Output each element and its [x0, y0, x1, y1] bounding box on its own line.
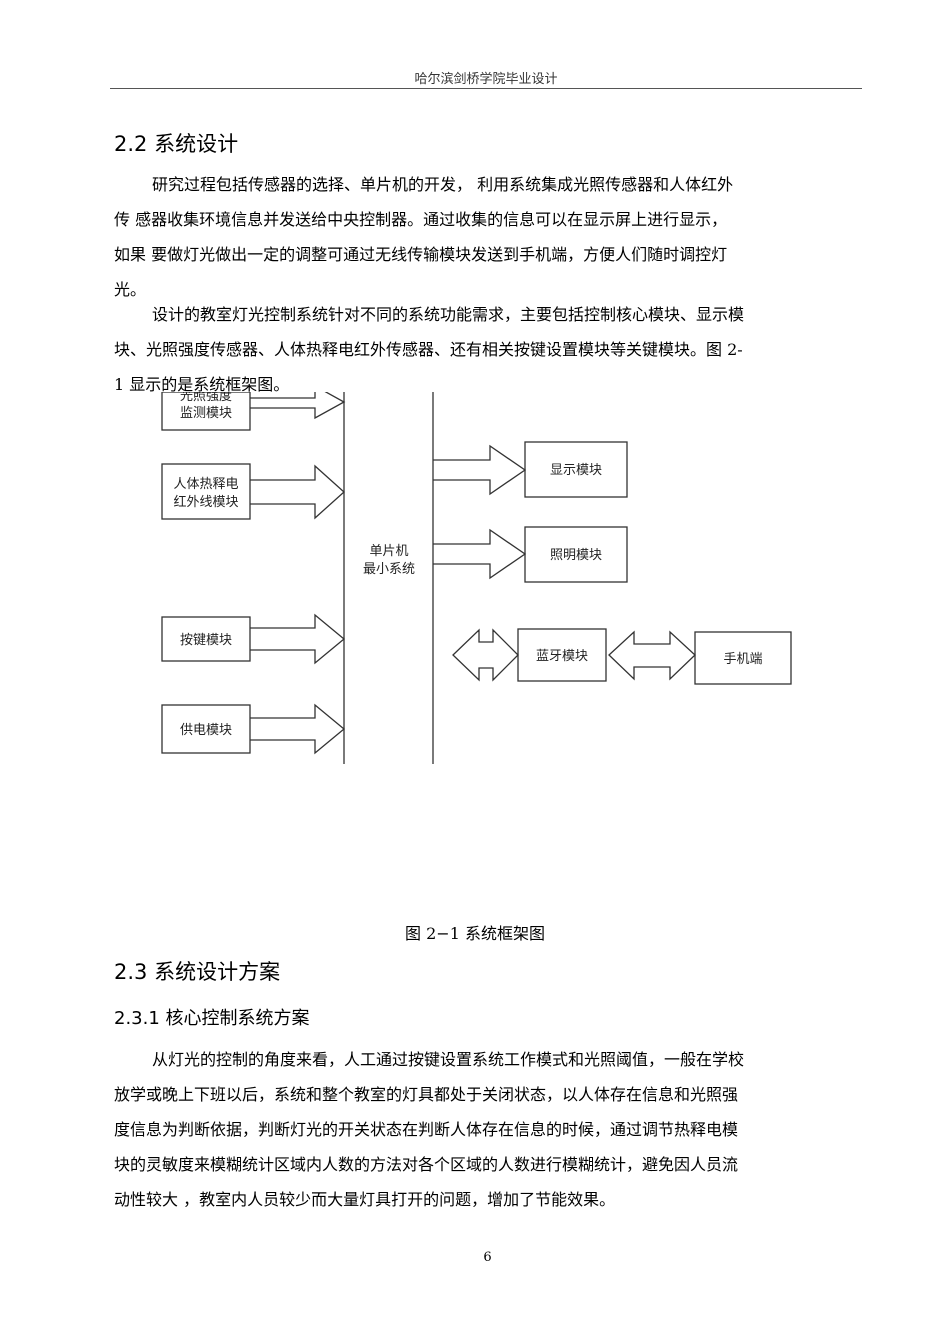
arrow-from-light-sensor	[250, 392, 346, 420]
pir-label-1: 人体热释电	[173, 477, 238, 492]
paragraph-line: 传 感器收集环境信息并发送给中央控制器。通过收集的信息可以在显示屏上进行显示，	[114, 210, 728, 229]
section-heading-2-3: 2.3 系统设计方案	[114, 960, 281, 984]
light-sensor-label-2: 监测模块	[180, 406, 232, 421]
phone-label: 手机端	[723, 652, 762, 667]
lighting-module-label: 照明模块	[550, 548, 602, 563]
bidirectional-arrow-mcu-bluetooth	[452, 628, 519, 682]
arrow-from-pir	[250, 464, 345, 520]
bidirectional-arrow-bluetooth-phone	[608, 630, 696, 681]
page-header: 哈尔滨剑桥学院毕业设计	[414, 72, 558, 87]
paragraph-line: 放学或晚上下班以后，系统和整个教室的灯具都处于关闭状态，以人体存在信息和光照强	[114, 1085, 739, 1104]
power-module-label: 供电模块	[180, 723, 232, 738]
paragraph-1: 研究过程包括传感器的选择、单片机的开发， 利用系统集成光照传感器和人体红外 传 …	[114, 167, 860, 307]
section-heading-2-2: 2.2 系统设计	[114, 132, 239, 156]
paragraph-line: 块的灵敏度来模糊统计区域内人数的方法对各个区域的人数进行模糊统计，避免因人员流	[114, 1155, 739, 1174]
display-module-box	[524, 441, 628, 498]
paragraph-line: 从灯光的控制的角度来看，人工通过按键设置系统工作模式和光照阈值，一般在学校	[152, 1050, 745, 1069]
arrow-to-lighting	[433, 528, 527, 580]
phone-box	[694, 631, 792, 685]
key-module-label: 按键模块	[180, 633, 232, 648]
paragraph-line: 1 显示的是系统框架图。	[114, 375, 290, 394]
paragraph-3: 从灯光的控制的角度来看，人工通过按键设置系统工作模式和光照阈值，一般在学校 放学…	[114, 1042, 860, 1217]
paragraph-line: 如果 要做灯光做出一定的调整可通过无线传输模块发送到手机端，方便人们随时调控灯	[114, 245, 728, 264]
paragraph-2: 设计的教室灯光控制系统针对不同的系统功能需求，主要包括控制核心模块、显示模 块、…	[114, 297, 860, 402]
paragraph-line: 研究过程包括传感器的选择、单片机的开发， 利用系统集成光照传感器和人体红外	[152, 175, 734, 194]
power-module-box	[161, 704, 251, 754]
arrow-to-display	[433, 444, 527, 496]
arrow-from-power	[250, 703, 346, 755]
mcu-label-1: 单片机	[369, 544, 408, 559]
figure-caption: 图 2−1 系统框架图	[405, 924, 545, 943]
paragraph-line: 设计的教室灯光控制系统针对不同的系统功能需求，主要包括控制核心模块、显示模	[152, 305, 745, 324]
system-block-diagram: 光照强度 监测模块 人体热释电 红外线模块 按键模块 供电模块 单片机 最小系统…	[161, 392, 792, 764]
light-sensor-box	[161, 392, 251, 431]
paragraph-line: 动性较大 ，教室内人员较少而大量灯具打开的问题，增加了节能效果。	[114, 1190, 616, 1209]
pir-label-2: 红外线模块	[173, 494, 238, 510]
pir-sensor-box	[161, 463, 251, 520]
subsection-heading-2-3-1: 2.3.1 核心控制系统方案	[114, 1008, 310, 1029]
paragraph-line: 块、光照强度传感器、人体热释电红外传感器、还有相关按键设置模块等关键模块。图 2…	[114, 340, 743, 359]
lighting-module-box	[524, 526, 628, 583]
mcu-label-2: 最小系统	[363, 562, 415, 577]
paragraph-line: 光。	[114, 280, 147, 299]
key-module-box	[161, 616, 251, 662]
bluetooth-module-label: 蓝牙模块	[536, 649, 588, 664]
header-rule	[110, 88, 862, 89]
light-sensor-label-1: 光照强度	[180, 392, 232, 404]
page-number: 6	[483, 1250, 492, 1265]
paragraph-line: 度信息为判断依据，判断灯光的开关状态在判断人体存在信息的时候，通过调节热释电模	[114, 1120, 739, 1139]
display-module-label: 显示模块	[550, 463, 602, 478]
arrow-from-keys	[250, 613, 346, 665]
